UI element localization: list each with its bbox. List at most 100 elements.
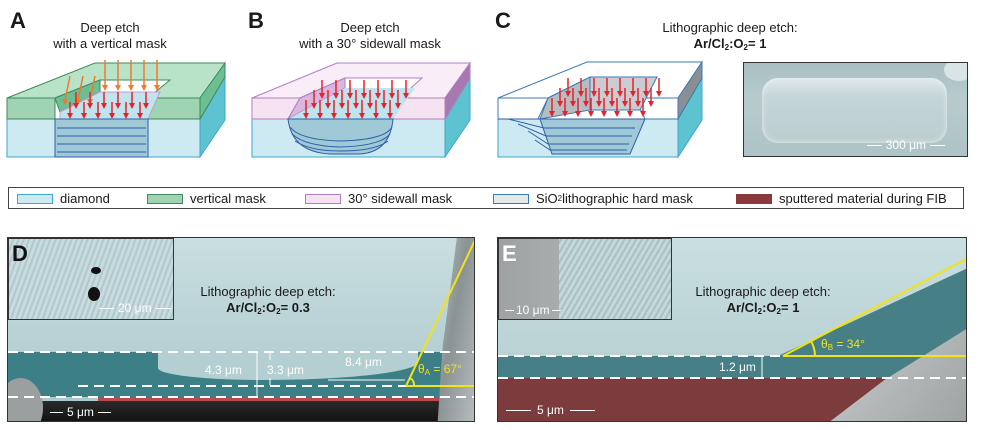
etch-arrow-head (339, 103, 345, 109)
panel-e-sem-image: 10 μm E Lithographic deep etch: Ar/Cl 2:O… (497, 237, 967, 422)
inset-scale-label: 10 μm (516, 303, 550, 317)
swatch-hard-mask (493, 193, 529, 204)
etch-arrow-head (627, 111, 633, 117)
hard-mask-side (677, 60, 703, 121)
ratio-sub-cl: 2 (257, 307, 262, 316)
etch-arrow-head (367, 103, 373, 109)
sidewall-mask-side (444, 61, 471, 121)
ratio-value: = 0.3 (280, 300, 310, 315)
ratio-mid: :O (762, 300, 777, 315)
legend-label-prefix: SiO (536, 191, 558, 206)
panel-d-scale-bar: 5 μm (50, 405, 111, 419)
etch-arrow-head (630, 91, 636, 97)
panel-letter-a: A (10, 8, 26, 33)
legend-item-vertical-mask: vertical mask (147, 191, 266, 206)
ratio-prefix: Ar/Cl (726, 300, 758, 315)
panel-d-sem-image: 20 μm D Lithographic deep etch: Ar/Cl2:O… (7, 237, 475, 422)
etch-arrow-head (648, 101, 654, 107)
panel-c-ratio: Ar/Cl2:O2= 1 (610, 36, 850, 52)
etched-pit (762, 78, 947, 143)
etch-arrow-head (395, 103, 401, 109)
legend-label: sputtered material during FIB (779, 191, 947, 206)
panel-c-diagram (497, 60, 703, 159)
panel-b-title-line2: with a 30° sidewall mask (299, 36, 441, 51)
inset-scale-bar: 20 μm (99, 301, 171, 315)
etch-arrow-head (617, 91, 623, 97)
angle-arc (409, 377, 416, 387)
etch-arrow-head (359, 113, 365, 119)
etch-arrow-head (570, 101, 576, 107)
dashed-guides (498, 355, 966, 379)
etch-arrow-head (62, 99, 68, 105)
etch-arrow-head (128, 85, 134, 91)
angle-sub: A (424, 368, 431, 377)
etch-arrow-head (565, 91, 571, 97)
etch-arrow-head (656, 91, 662, 97)
ratio-sub-o: 2 (776, 307, 781, 316)
etch-arrow-head (141, 85, 147, 91)
measure-arrows (256, 353, 405, 396)
pore (91, 267, 101, 274)
panel-e-scale-bar: 5 μm (506, 403, 595, 417)
etch-arrow-head (575, 111, 581, 117)
etch-arrow-head (101, 103, 107, 109)
vertical-mask-front-left (6, 97, 56, 120)
angle-sub: B (827, 343, 834, 352)
etch-arrow-head (81, 113, 87, 119)
etch-arrow-head (319, 93, 325, 99)
etch-layers (507, 118, 635, 151)
panel-d-annotations (8, 239, 474, 398)
scale-bar-label: 5 μm (67, 405, 94, 419)
panel-c-title: Lithographic deep etch: Ar/Cl2:O2= 1 (610, 20, 850, 52)
panel-letter-e: E (502, 241, 517, 266)
etch-arrow-head (129, 103, 135, 109)
etch-arrow-head (389, 93, 395, 99)
trench-floor (59, 91, 161, 120)
ratio-sub-o: 2 (276, 307, 281, 316)
etch-arrow-head (596, 101, 602, 107)
measure-total-label: 1.2 μm (719, 360, 756, 374)
panel-a-title-line2: with a vertical mask (53, 36, 167, 51)
etch-arrow-head (381, 103, 387, 109)
etch-arrow-head (303, 113, 309, 119)
vertical-mask-side (199, 61, 226, 121)
legend: diamond vertical mask 30° sidewall mask … (8, 187, 964, 209)
swatch-sputtered (736, 193, 772, 204)
etch-arrow-head (317, 113, 323, 119)
etch-arrow-head (591, 91, 597, 97)
panel-c-sem-image: 300 μm (743, 62, 968, 157)
panel-d-title-line1: Lithographic deep etch: (200, 284, 336, 299)
panel-e-annotations (498, 257, 966, 379)
ratio-mid: :O (729, 36, 744, 51)
panel-c-scale-bar: 300 μm (866, 138, 945, 152)
angle-arc (810, 340, 816, 357)
measure-total-label: 4.3 μm (205, 363, 242, 377)
panel-e-title-line1: Lithographic deep etch: (695, 284, 831, 299)
angle-value: = 67° (433, 362, 462, 376)
legend-label: vertical mask (190, 191, 266, 206)
etch-arrow-head (643, 91, 649, 97)
etch-arrow-head (311, 103, 317, 109)
pore (88, 287, 100, 301)
etch-arrow-head (361, 93, 367, 99)
etch-arrow-head (345, 113, 351, 119)
slope-line (782, 257, 966, 357)
angle-lines (782, 257, 966, 357)
etch-arrow-head (640, 111, 646, 117)
etch-arrow-head (325, 103, 331, 109)
ratio-sub-cl: 2 (724, 43, 730, 52)
panel-d-title: Lithographic deep etch: Ar/Cl2:O2= 0.3 (183, 284, 353, 316)
dashed-guides (8, 351, 474, 398)
panel-e-ratio: Ar/Cl2:O2= 1 (678, 300, 848, 316)
etch-arrow-head (115, 85, 121, 91)
panel-d-inset: 20 μm (8, 238, 174, 320)
panel-a-diagram (6, 60, 226, 159)
legend-item-diamond: diamond (17, 191, 110, 206)
etch-arrow-head (403, 93, 409, 99)
trench-cut (54, 118, 149, 158)
etch-arrow-head (137, 113, 143, 119)
sputtered-layer (98, 397, 474, 403)
etch-arrow-head (578, 91, 584, 97)
etch-arrow-head (604, 91, 610, 97)
inset-scale-bar: 10 μm (505, 303, 561, 317)
